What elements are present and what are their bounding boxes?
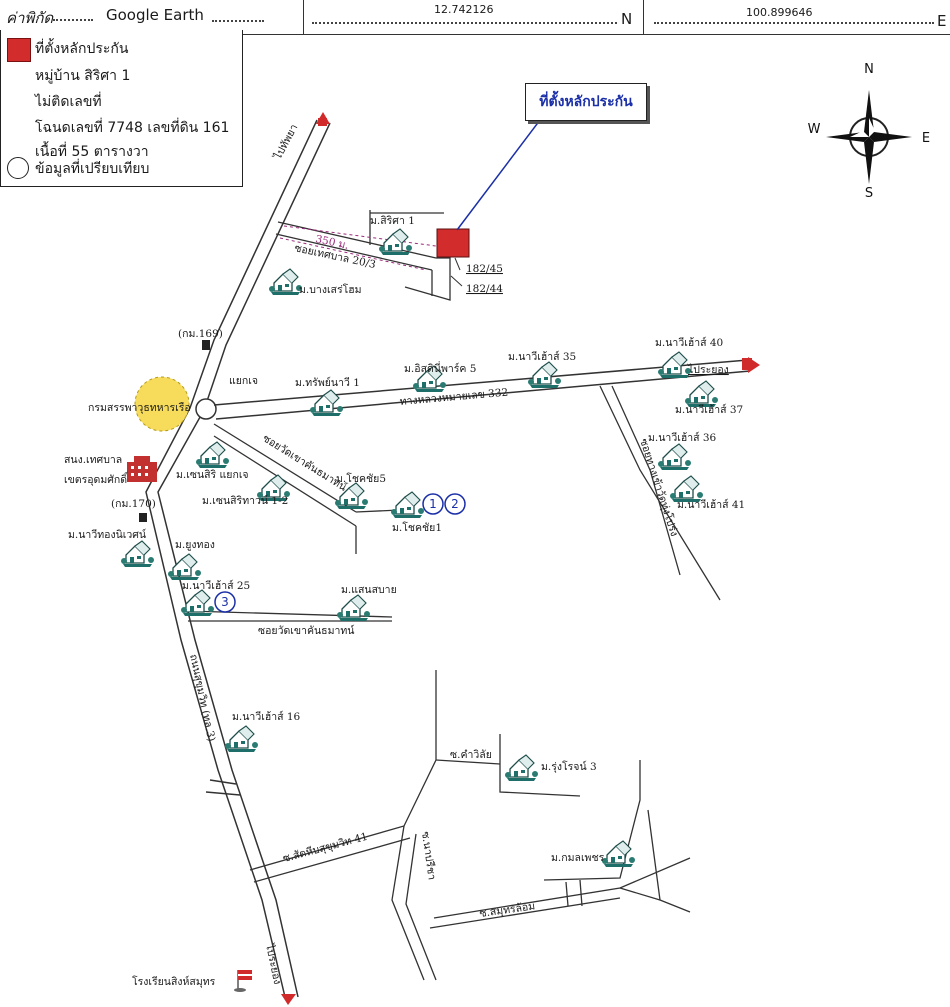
school-flag-icon (234, 970, 252, 992)
label-sensiri: ม.เซนสิริ แยกเจ (176, 469, 249, 481)
comparison-marker-3[interactable] (214, 591, 236, 613)
km169-marker-icon (202, 340, 210, 350)
km170-marker-icon (139, 513, 147, 522)
comparison-marker-2[interactable] (444, 493, 466, 515)
legend-title: ที่ตั้งหลักประกัน (35, 41, 129, 57)
label-navy-41: ม.นาวีเฮ้าส์ 41 (677, 498, 745, 511)
label-bangsaen-home: ม.บางเสร่โฮม (299, 283, 362, 296)
label-saensabai: ม.แสนสบาย (341, 584, 397, 596)
comparison-label-1: 1 (429, 497, 437, 511)
label-yungthong: ม.ยูงทอง (175, 539, 215, 551)
label-km169: (กม.169) (178, 328, 223, 340)
comparison-marker-1[interactable] (422, 493, 444, 515)
legend-house-number: ไม่ติดเลขที่ (35, 94, 102, 110)
municipal-office-icon (127, 456, 157, 482)
latitude-suffix: N (621, 10, 633, 28)
label-navy-37: ม.นาวีเฮ้าส์ 37 (675, 403, 743, 416)
longitude-suffix: E (937, 12, 947, 30)
coordinate-source: Google Earth (106, 6, 204, 24)
label-municipal-office: สนง.เทศบาล (64, 454, 122, 466)
label-sensirivan: ม.เซนสิริทาวน์ 1-2 (202, 494, 288, 507)
label-plot-a: 182/45 (466, 263, 503, 275)
label-navy-40: ม.นาวีเฮ้าส์ 40 (655, 336, 723, 349)
legend-village: หมู่บ้าน สิริศา 1 (35, 68, 131, 84)
legend-deed: โฉนดเลขที่ 7748 เลขที่ดิน 161 (35, 120, 230, 136)
label-soi-wat-khao-2: ซอยวัดเขาคันธมาทน์ (258, 624, 355, 637)
label-school: โรงเรียนสิงห์สมุทร (132, 975, 216, 988)
legend-area: เนื้อที่ 55 ตารางวา (35, 144, 149, 160)
label-plot-b: 182/44 (466, 283, 503, 295)
coordinate-header: ค่าพิกัด Google Earth 12.742126 N 100.89… (0, 0, 950, 35)
map-legend: ที่ตั้งหลักประกัน หมู่บ้าน สิริศา 1 ไม่ต… (0, 30, 243, 187)
coordinate-label: ค่าพิกัด (6, 6, 94, 30)
label-kamolphet: ม.กมลเพชร (551, 852, 605, 864)
label-navy-25: ม.นาวีเฮ้าส์ 25 (182, 579, 250, 592)
navy-department-highlight (134, 376, 190, 432)
longitude-value: 100.899646 (746, 6, 813, 19)
comparison-label-2: 2 (451, 497, 459, 511)
south-direction-arrow-icon (281, 994, 296, 1005)
label-to-rayong: ไประยอง (687, 363, 729, 376)
label-municipal-office-2: เขตรอุดมศักดิ์ (64, 471, 129, 486)
collateral-marker-icon (7, 38, 31, 62)
label-km170: (กม.170) (111, 498, 156, 510)
label-navy-thong: ม.นาวีทองนิเวศน์ (68, 528, 146, 541)
comparison-circle-icon (7, 157, 29, 179)
label-soi-napsri: ซ.นาปรีชา (419, 831, 439, 881)
label-samut-rom: ซ.สมุทรล้อม (479, 900, 536, 920)
label-navy-department: กรมสรรพาวุธทหารเรือ (88, 401, 191, 414)
label-sukhumvit-41: ซ.สัตหีบสุขุมวิท 41 (281, 830, 369, 865)
label-sirisa: ม.สิริศา 1 (370, 215, 415, 227)
label-to-top: ไปทัพยา (271, 122, 301, 162)
label-chokchai-1: ม.โชคชัย1 (392, 521, 442, 534)
comparison-label-3: 3 (221, 595, 229, 609)
label-chokchai-5: ม.โชคชัย5 (336, 472, 386, 485)
label-rungrot-3: ม.รุ่งโรจน์ 3 (541, 760, 597, 773)
label-sap-navy: ม.ทรัพย์นาวี 1 (295, 376, 360, 389)
legend-comparison: ข้อมูลที่เปรียบเทียบ (35, 161, 150, 177)
latitude-value: 12.742126 (434, 3, 494, 16)
label-to-bottom: ไประยอง (263, 942, 284, 986)
label-isinivit: ม.อิสดินี่พาร์ค 5 (404, 361, 476, 375)
collateral-callout: ที่ตั้งหลักประกัน (525, 83, 647, 121)
label-navy-36: ม.นาวีเฮ้าส์ 36 (648, 431, 717, 444)
label-navy-35: ม.นาวีเฮ้าส์ 35 (508, 350, 576, 363)
label-yaek-jae: แยกเจ (229, 375, 258, 387)
collateral-location-marker[interactable] (436, 228, 470, 258)
label-navy-16: ม.นาวีเฮ้าส์ 16 (232, 710, 301, 723)
label-sukhumvit-road: ถนนสุขุมวิท (ทล.3) (187, 653, 217, 743)
compass-east: E (922, 131, 930, 146)
label-kamwilai: ซ.คำวิลัย (450, 749, 492, 761)
compass-west: W (808, 122, 821, 137)
compass-rose-icon (826, 90, 912, 184)
highway-332 (213, 359, 751, 420)
compass-south: S (865, 186, 873, 201)
compass-north: N (864, 62, 874, 77)
